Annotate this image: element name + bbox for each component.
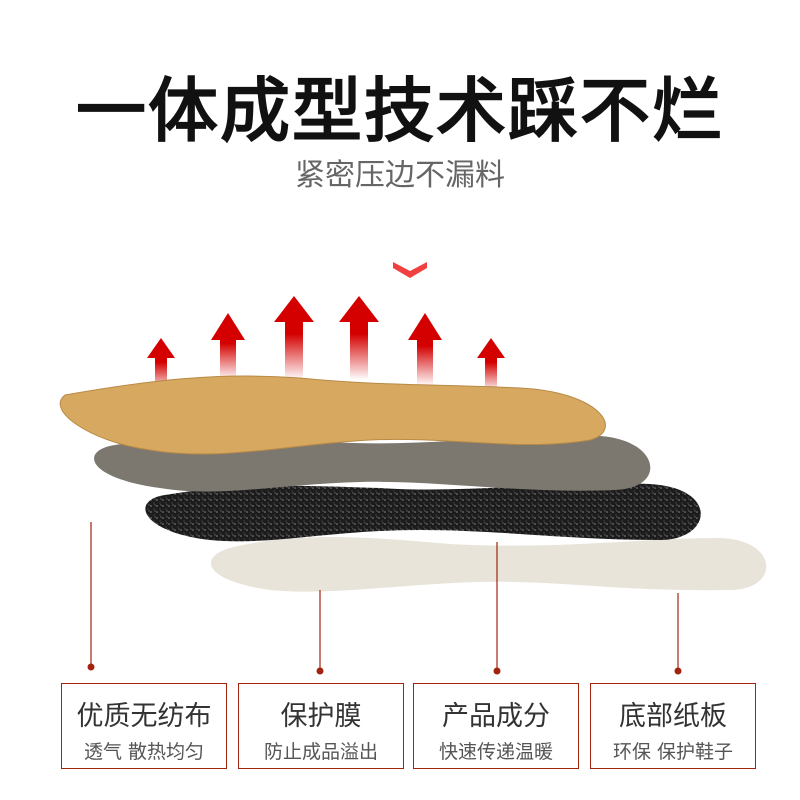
- heat-arrows: [147, 296, 505, 392]
- layer-card-film: 保护膜 防止成品溢出: [238, 683, 404, 769]
- arrow-up-icon: [147, 338, 175, 392]
- layer-card-nonwoven: 优质无纺布 透气 散热均匀: [61, 683, 227, 769]
- cardboard-layer: [210, 536, 767, 592]
- layer-desc: 环保 保护鞋子: [612, 741, 734, 763]
- arrow-up-icon: [339, 296, 379, 380]
- layer-name: 产品成分: [442, 701, 550, 732]
- page-subtitle: 紧密压边不漏料: [295, 158, 505, 193]
- layer-name: 底部纸板: [619, 701, 727, 732]
- chevron-down-icon: [393, 262, 427, 278]
- layer-desc: 防止成品溢出: [263, 741, 378, 763]
- arrow-up-icon: [477, 338, 505, 392]
- layer-desc: 透气 散热均匀: [83, 741, 205, 763]
- page-title: 一体成型技术踩不烂: [76, 70, 724, 152]
- layer-desc: 快速传递温暖: [438, 741, 553, 763]
- powder-layer: [145, 483, 701, 542]
- layer-card-cardboard: 底部纸板 环保 保护鞋子: [590, 683, 756, 769]
- arrow-up-icon: [211, 313, 245, 380]
- nonwoven-layer: [59, 375, 606, 455]
- layer-card-ingredients: 产品成分 快速传递温暖: [413, 683, 579, 769]
- callout-lines: [90, 522, 679, 669]
- layer-name: 保护膜: [280, 701, 362, 732]
- arrow-up-icon: [274, 296, 314, 380]
- layer-name: 优质无纺布: [76, 701, 212, 732]
- arrow-up-icon: [408, 313, 442, 386]
- callout-dots: [87, 663, 682, 675]
